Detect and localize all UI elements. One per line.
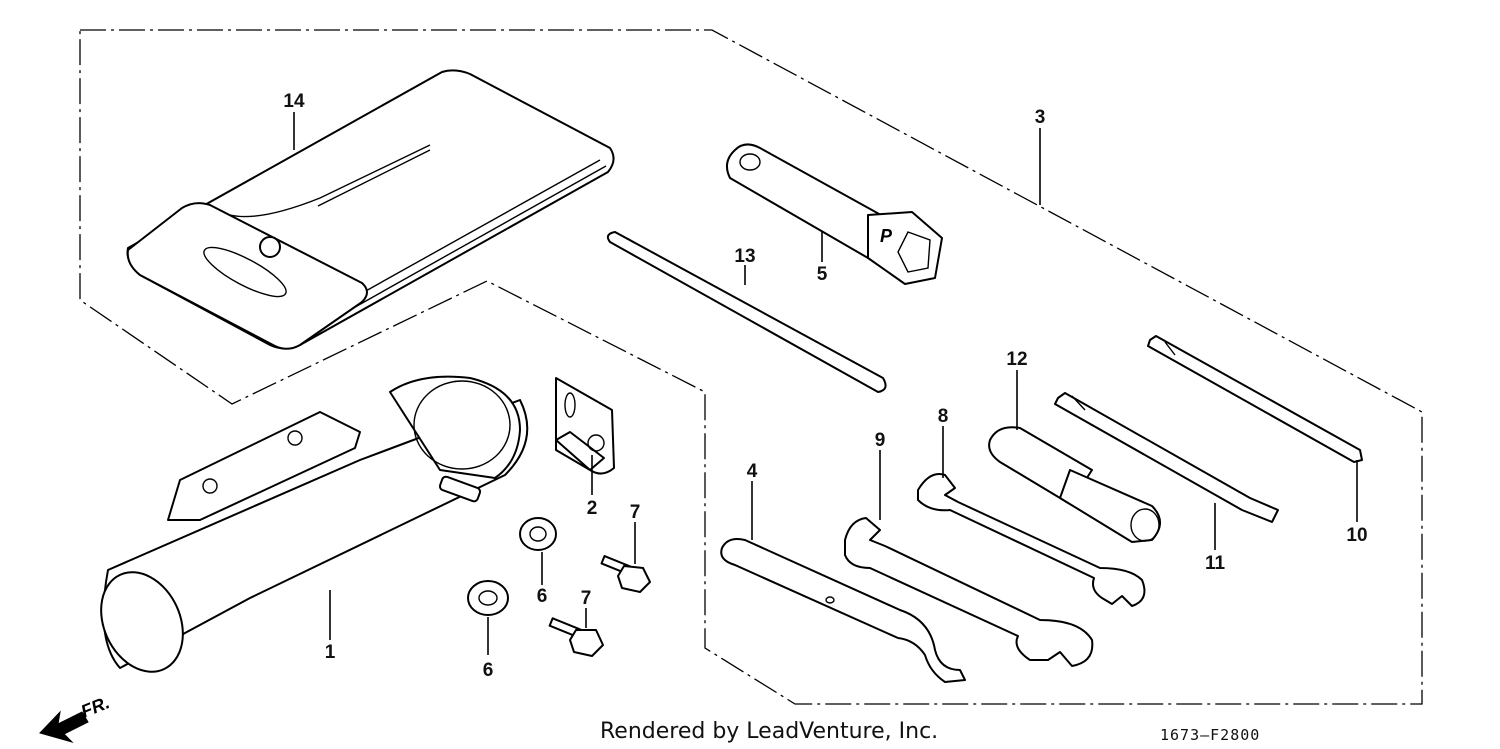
diagram-code: 1673–F2800 [1160,726,1260,744]
callout-7-upper: 7 [630,502,641,523]
callout-3: 3 [1035,107,1046,128]
spark-plug-wrench-part[interactable]: P [725,143,943,285]
callout-6-lower: 6 [483,660,494,681]
render-credit: Rendered by LeadVenture, Inc. [600,719,938,744]
plug-wrench-marking: P [880,226,893,246]
bracket-part[interactable] [555,377,615,475]
tool-bag-part[interactable] [126,69,615,350]
callout-2: 2 [587,498,598,519]
grommet-part-upper[interactable] [519,517,557,551]
screwdriver-handle-part[interactable] [988,426,1161,543]
callout-labels: 14 3 13 5 12 8 9 4 10 11 2 7 7 6 6 1 [283,91,1367,681]
callout-6-upper: 6 [537,586,548,607]
tool-kit-group-outline [79,29,1423,705]
phillips-screwdriver-part[interactable] [1147,335,1363,463]
callout-13: 13 [734,246,755,267]
callout-9: 9 [875,430,886,451]
callout-10: 10 [1346,525,1367,546]
pin-spanner-part[interactable] [720,538,966,683]
handle-rod-part[interactable] [606,231,887,393]
front-direction-indicator: FR. [39,692,112,743]
wrench-8x10-part[interactable] [917,473,1146,607]
callout-14: 14 [283,91,305,112]
front-direction-label: FR. [78,692,112,721]
callout-4: 4 [747,461,758,482]
bag-snap-button [259,236,281,258]
bolt-part-lower[interactable] [548,617,604,657]
wrench-14x17-part[interactable] [844,517,1094,667]
callout-12: 12 [1006,349,1027,370]
flat-screwdriver-part[interactable] [1054,392,1279,523]
leader-lines [293,112,1358,655]
callout-11: 11 [1205,553,1226,574]
callout-8: 8 [938,406,949,427]
callout-7-lower: 7 [581,588,592,609]
bolt-part-upper[interactable] [600,555,651,593]
tool-case-part[interactable] [86,375,529,686]
grommet-part-lower[interactable] [467,580,509,616]
front-arrow-icon [39,710,89,743]
hm-logo-emblem [203,246,287,298]
callout-1: 1 [325,642,336,663]
callout-5: 5 [817,264,828,285]
